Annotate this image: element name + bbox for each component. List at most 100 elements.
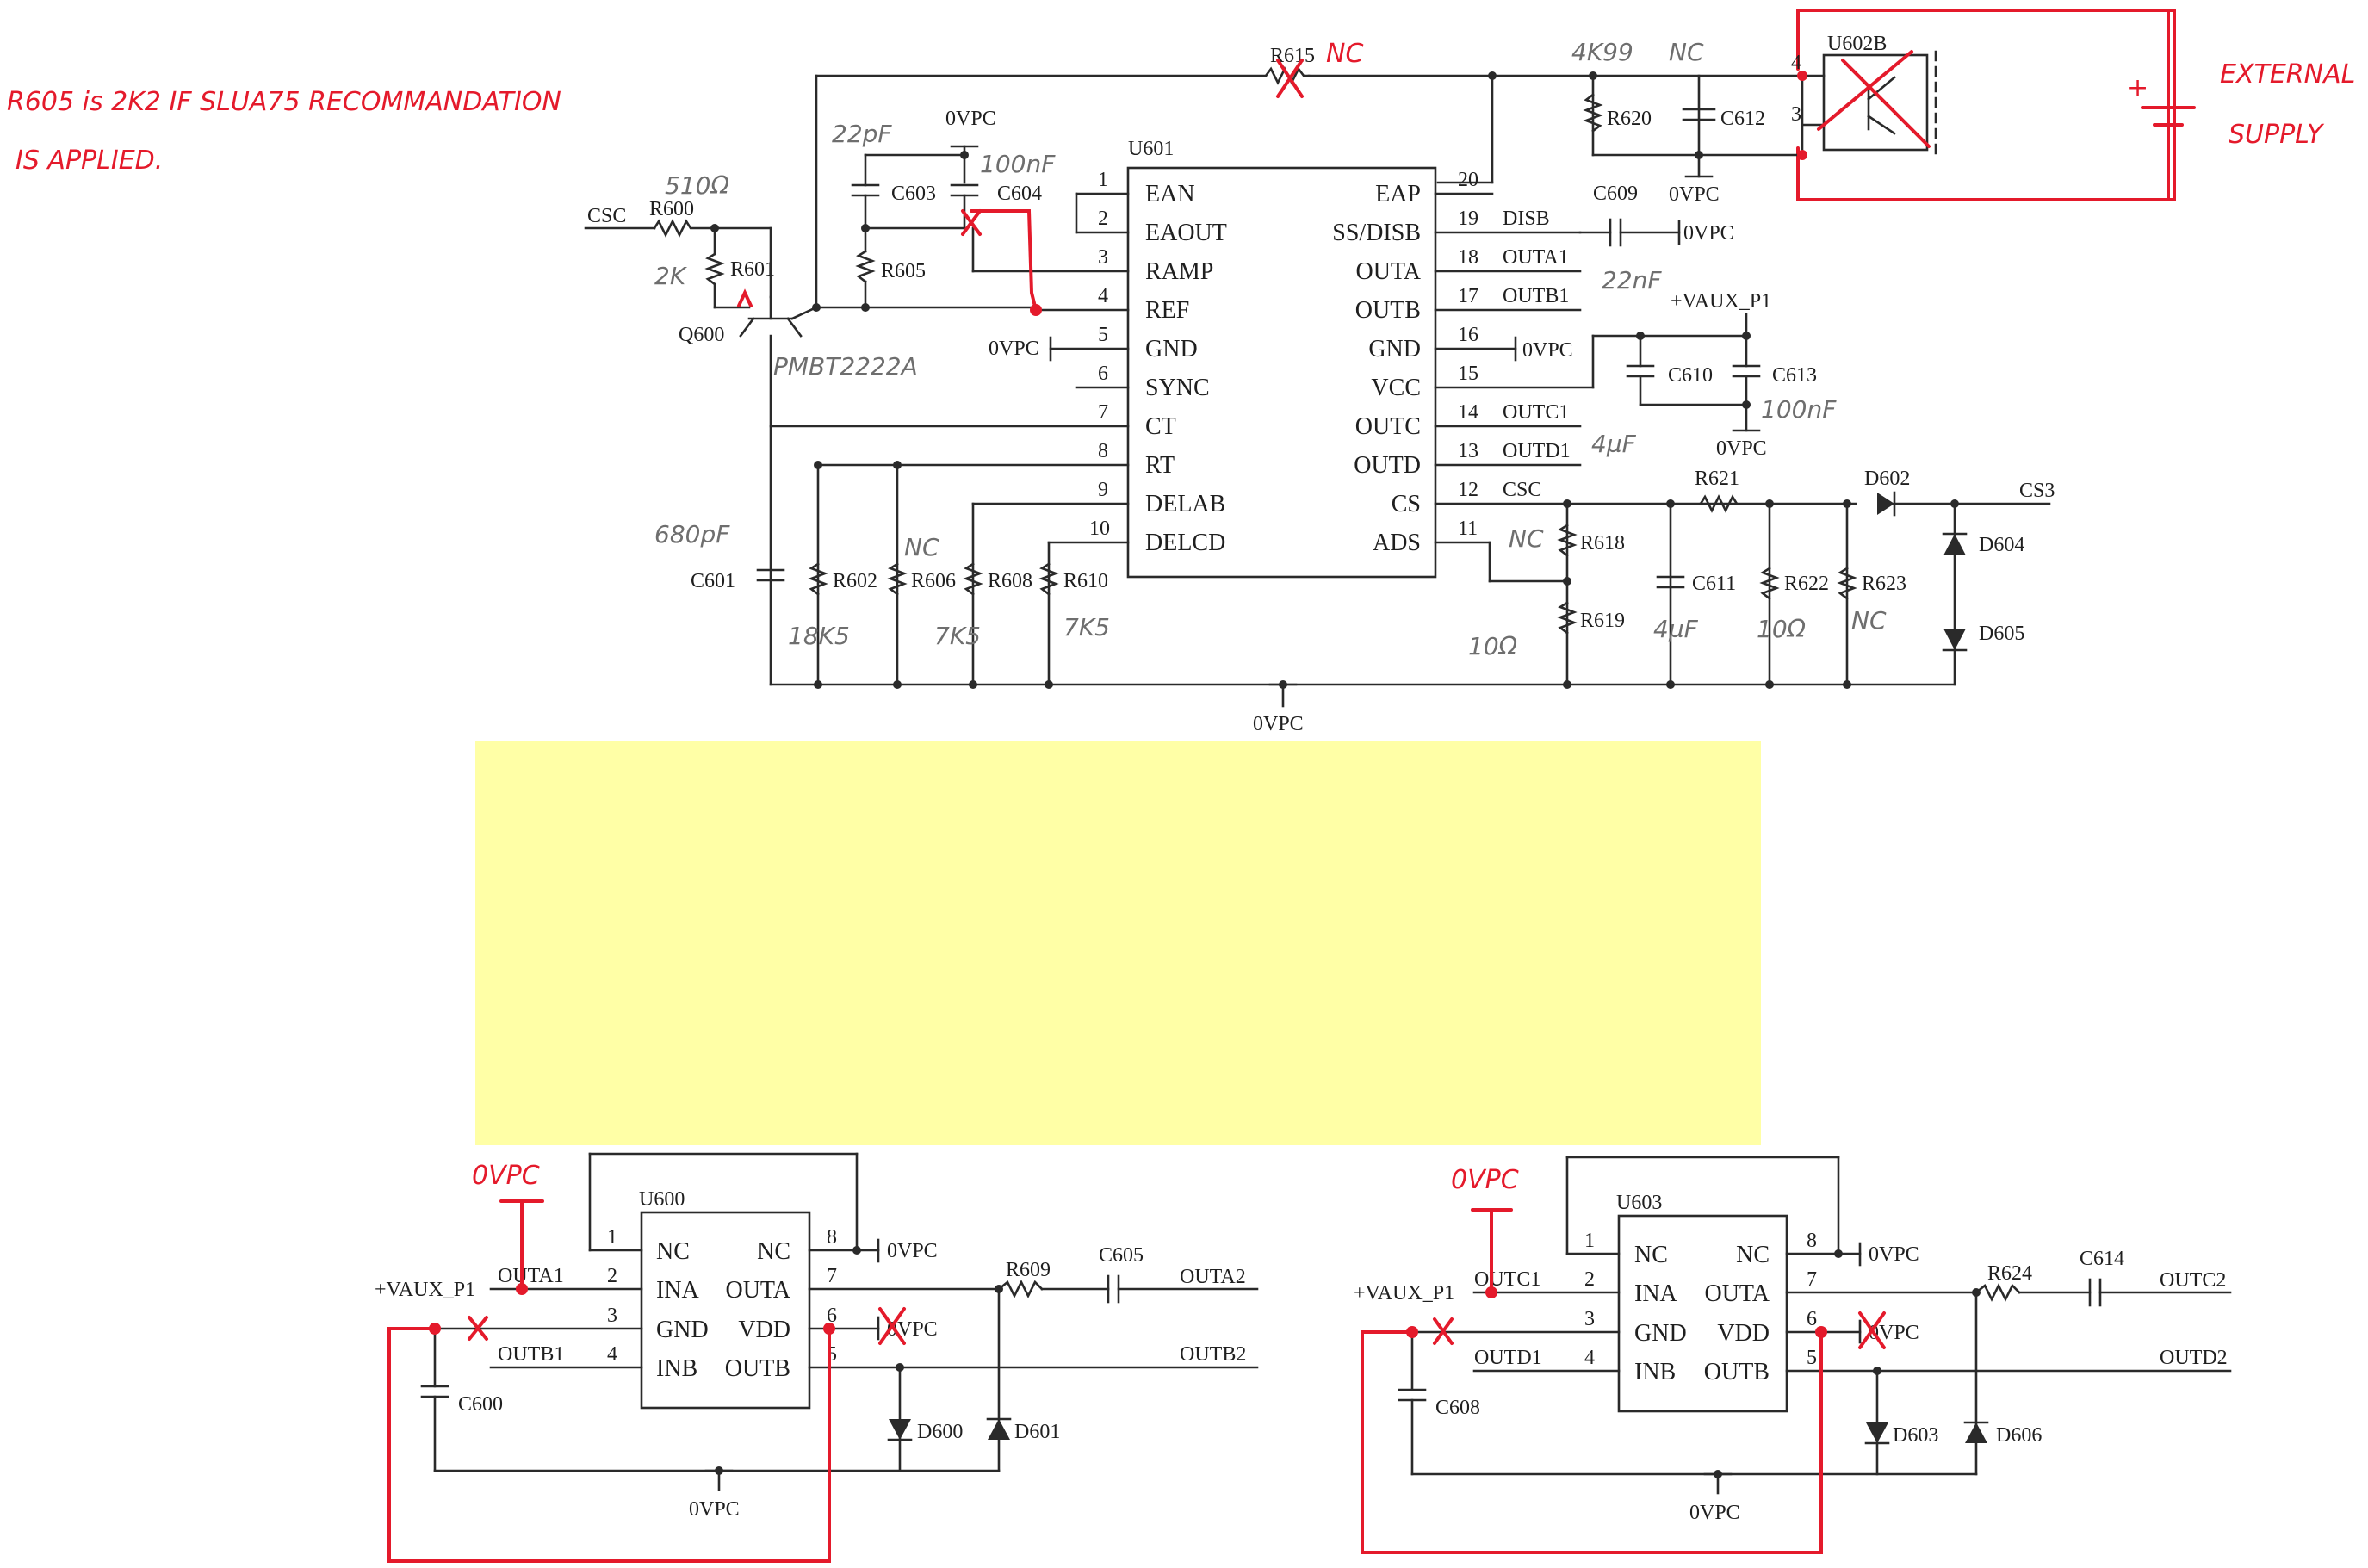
c609-value: 22nF [1602,266,1662,294]
d605-label: D605 [1979,623,2024,645]
u603-pin6-name: VDD [1717,1320,1770,1347]
u601-pin1-num: 1 [1098,169,1108,191]
u601-pin3-num: 3 [1098,246,1108,269]
u600-pin3-num: 3 [607,1305,617,1327]
u601-pin3-name: RAMP [1145,258,1213,285]
u601-pin7-num: 7 [1098,401,1108,424]
c612-label: C612 [1720,108,1765,130]
c604-gnd: 0VPC [945,108,996,130]
c611-label: C611 [1692,573,1736,595]
u600-pin2-num: 2 [607,1265,617,1287]
c613-label: C613 [1772,364,1817,387]
note-vpc-u600: 0VPC [472,1161,540,1191]
u601-pin14-name: OUTC [1355,413,1421,440]
r620-label: R620 [1607,108,1652,130]
u601-pin16-name: GND [1368,336,1421,363]
u600-cap-label: C605 [1099,1244,1144,1267]
u601-pin10-name: DELCD [1145,530,1225,556]
r618-value: NC [1509,524,1544,553]
u603-diode2: D606 [1996,1424,2042,1447]
u602b-pin4: 4 [1791,52,1801,74]
u601-pin4-num: 4 [1098,285,1108,307]
u601-pin18-name: OUTA [1355,258,1421,285]
c604-label: C604 [997,183,1042,205]
net-outa1: OUTA1 [1503,246,1569,269]
u601-pin8-num: 8 [1098,440,1108,462]
u603-pin8-gnd: 0VPC [1869,1243,1919,1266]
u603-driver: U603 1 2 3 4 NC INA GND INB 8 7 6 5 NC O… [1354,1156,2232,1524]
net-outb1: OUTB1 [1503,285,1569,307]
r622-label: R622 [1784,573,1829,595]
u603-pin3-name: GND [1634,1320,1687,1347]
c603-value: 22pF [832,120,892,148]
u601-pin13-name: OUTD [1354,452,1421,479]
u603-out-c: OUTC2 [2160,1269,2226,1292]
r602-label: R602 [833,570,877,592]
d602-label: D602 [1864,468,1910,490]
u603-supply: +VAUX_P1 [1354,1282,1454,1305]
u601-pin5-name: GND [1145,336,1198,363]
u603-res-label: R624 [1987,1262,2032,1285]
u600-driver: U600 1 2 3 4 NC INA GND INB 8 7 6 5 NC O… [375,1152,1259,1521]
u603-gnd: 0VPC [1689,1502,1740,1524]
note-plus: + [2127,73,2148,103]
u601-pin11-name: ADS [1373,530,1421,556]
u600-gnd: 0VPC [689,1498,740,1521]
note-r605-line2: IS APPLIED. [15,146,163,176]
u601-pin15-name: VCC [1371,375,1421,401]
c609-label: C609 [1593,183,1638,205]
u601-pin12-num: 12 [1458,479,1478,501]
u603-pin2-name: INA [1634,1280,1678,1307]
r620-nc: NC [1669,38,1704,66]
u603-pin5-name: OUTB [1704,1359,1770,1385]
r610-label: R610 [1063,570,1108,592]
u603-pin6-num: 6 [1807,1308,1817,1330]
u600-pin7-num: 7 [827,1265,837,1287]
u601-pin13-num: 13 [1458,440,1478,462]
u601-pin6-num: 6 [1098,363,1108,385]
r619-value: 10Ω [1468,632,1518,660]
net-csc-in: CSC [587,205,626,227]
u600-net-outa1: OUTA1 [498,1265,564,1287]
q600-value: PMBT2222A [773,352,918,381]
u600-pin8-gnd: 0VPC [887,1240,938,1262]
vaux-label: +VAUX_P1 [1671,290,1771,313]
u601-pin16-num: 16 [1458,324,1478,346]
u603-pin7-num: 7 [1807,1268,1817,1291]
u601-pin2-num: 2 [1098,208,1108,230]
u601-pin6-name: SYNC [1145,375,1210,401]
u600-pin8-name: NC [757,1238,790,1265]
u600-pin8-num: 8 [827,1226,837,1249]
pin5-gnd: 0VPC [989,338,1039,360]
u601-pin17-num: 17 [1458,285,1478,307]
q600-label: Q600 [679,324,724,346]
note-vpc-u603: 0VPC [1451,1165,1519,1195]
net-csc: CSC [1503,479,1541,501]
c610-label: C610 [1668,364,1713,387]
sticky-note [475,741,1761,1145]
c604-value: 100nF [980,150,1056,178]
u601-pin4-name: REF [1145,297,1189,324]
u603-pin4-name: INB [1634,1359,1676,1385]
u600-pin2-name: INA [656,1277,700,1304]
u601-pin17-name: OUTB [1355,297,1421,324]
u601-pin7-name: CT [1145,413,1176,440]
c612-gnd: 0VPC [1669,183,1720,206]
u601-pin9-name: DELAB [1145,491,1225,518]
u601-pin5-num: 5 [1098,324,1108,346]
u600-out-a: OUTA2 [1180,1266,1246,1288]
u603-diode1: D603 [1893,1424,1938,1447]
note-r615-nc: NC [1326,39,1363,69]
c601-value: 680pF [654,520,730,548]
u600-pin4-num: 4 [607,1343,617,1366]
u602b-label: U602B [1827,33,1887,55]
u601-pin12-name: CS [1392,491,1421,518]
note-supply: SUPPLY [2229,120,2325,150]
r621-label: R621 [1695,468,1739,490]
note-r605-line1: R605 is 2K2 IF SLUA75 RECOMMANDATION [7,87,561,117]
u601-pin18-num: 18 [1458,246,1478,269]
u601-ic: U601 1 2 3 4 5 6 7 8 9 10 EAN EAOUT RAMP… [769,138,1702,579]
u600-pin5-name: OUTB [725,1355,790,1382]
u601-pin20-num: 20 [1458,169,1478,191]
u601-pin20-name: EAP [1375,181,1421,208]
